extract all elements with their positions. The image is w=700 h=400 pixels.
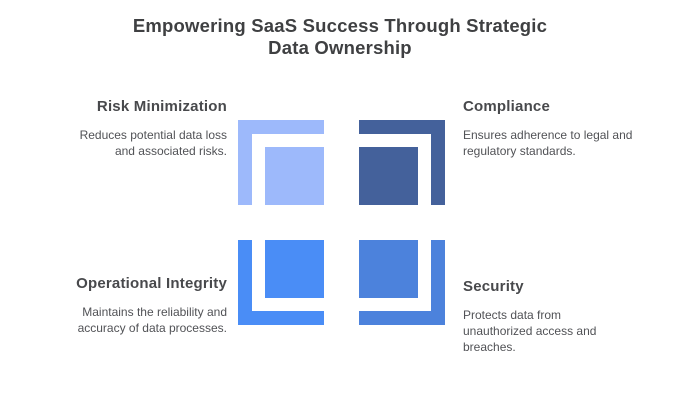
compliance-graphic bbox=[359, 120, 445, 205]
compliance-heading: Compliance bbox=[463, 98, 551, 115]
bracket-bottom-bar-icon bbox=[359, 311, 445, 325]
square-icon bbox=[359, 240, 418, 298]
operational-integrity-heading: Operational Integrity bbox=[76, 275, 227, 292]
bracket-left-bar-icon bbox=[238, 240, 252, 325]
bracket-bottom-bar-icon bbox=[238, 311, 324, 325]
bracket-right-bar-icon bbox=[431, 240, 445, 325]
bracket-left-bar-icon bbox=[238, 120, 252, 205]
risk-minimization-description: Reduces potential data loss and associat… bbox=[79, 128, 227, 158]
square-icon bbox=[265, 240, 324, 298]
operational-integrity-graphic bbox=[238, 240, 324, 325]
bracket-right-bar-icon bbox=[431, 120, 445, 205]
text-block-risk-minimization: Risk Minimization Reduces potential data… bbox=[22, 97, 227, 159]
security-graphic bbox=[359, 240, 445, 325]
bracket-top-bar-icon bbox=[238, 120, 324, 134]
quadrant-graphic bbox=[238, 120, 445, 325]
risk-minimization-heading: Risk Minimization bbox=[96, 98, 227, 115]
text-block-compliance: Compliance Ensures adherence to legal an… bbox=[463, 97, 668, 159]
risk-minimization-graphic bbox=[238, 120, 324, 205]
text-block-security: Security Protects data from unauthorized… bbox=[463, 277, 668, 355]
bracket-top-bar-icon bbox=[359, 120, 445, 134]
square-icon bbox=[265, 147, 324, 205]
page-title: Empowering SaaS Success Through Strategi… bbox=[132, 15, 548, 58]
compliance-description: Ensures adherence to legal and regulator… bbox=[463, 128, 633, 158]
security-heading: Security bbox=[463, 278, 524, 295]
security-description: Protects data from unauthorized access a… bbox=[463, 308, 597, 354]
operational-integrity-description: Maintains the reliability and accuracy o… bbox=[77, 305, 227, 335]
text-block-operational-integrity: Operational Integrity Maintains the reli… bbox=[22, 274, 227, 336]
square-icon bbox=[359, 147, 418, 205]
